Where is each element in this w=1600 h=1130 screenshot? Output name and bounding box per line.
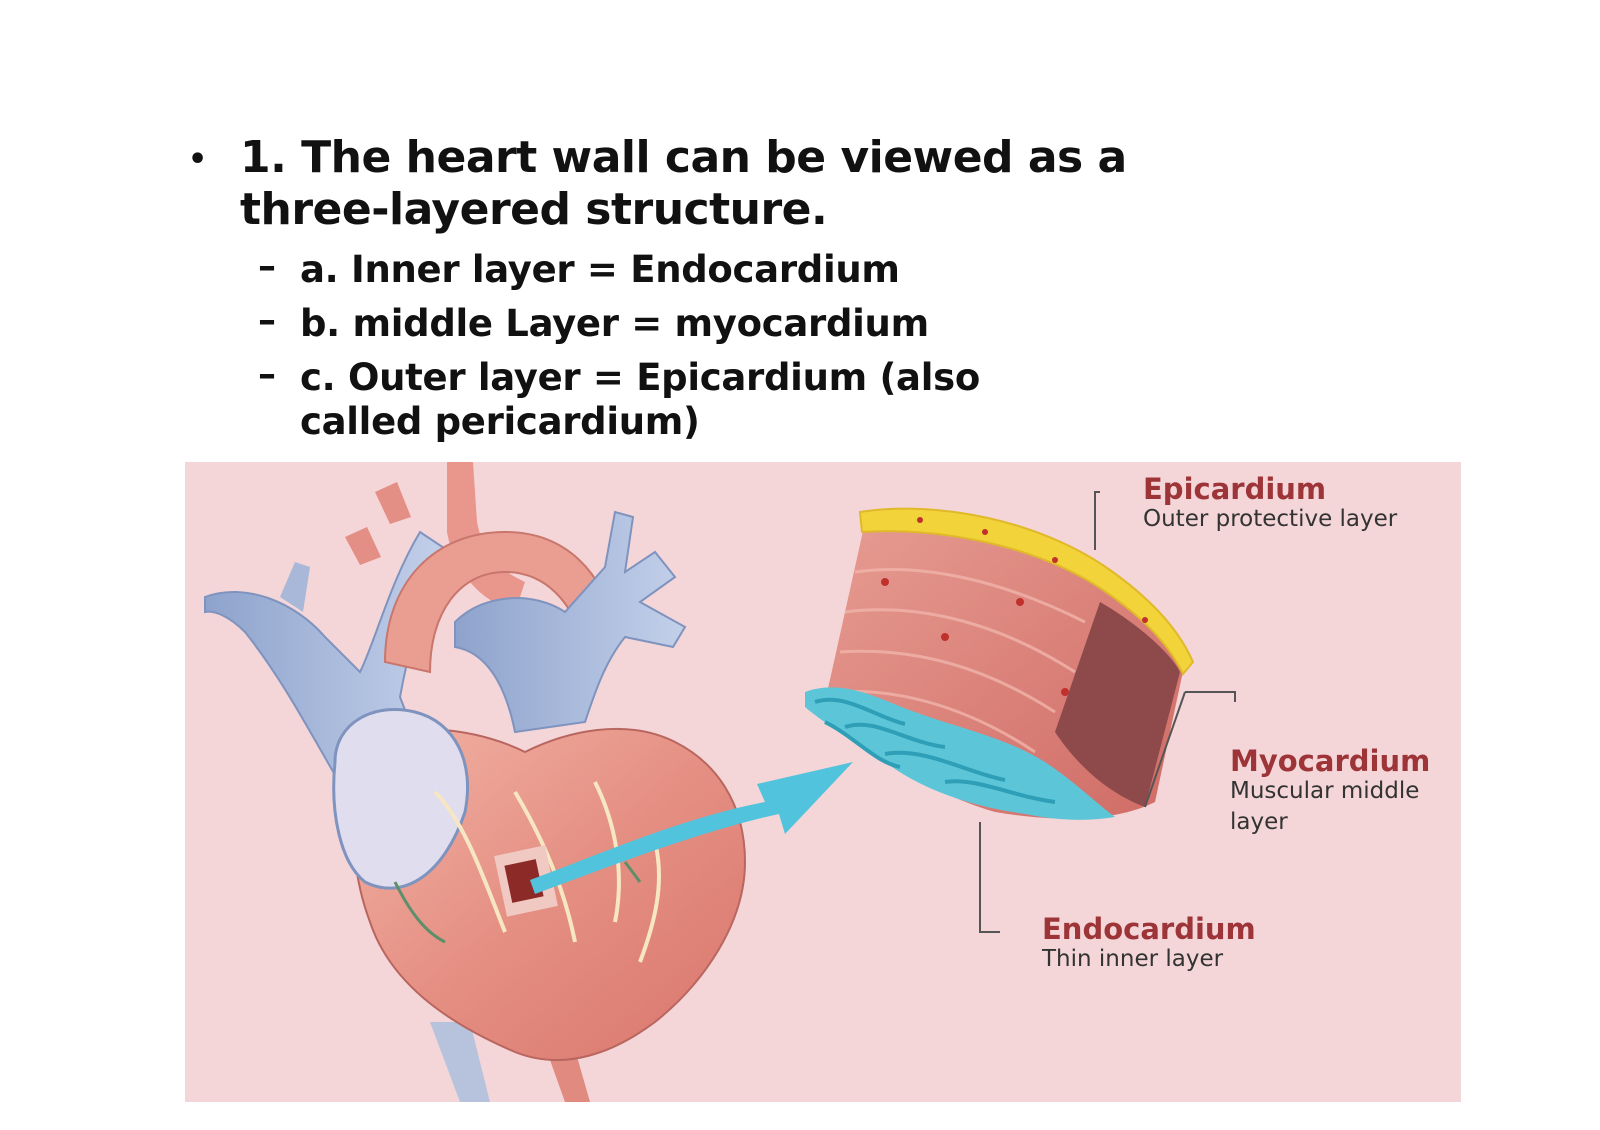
epicardium-speck: [982, 529, 988, 535]
muscle-speck: [1061, 688, 1069, 696]
epicardium-desc: Outer protective layer: [1143, 506, 1398, 532]
sub-bullet-myocardium: b. middle Layer = myocardium: [300, 302, 929, 345]
heart-wall-figure: Epicardium Outer protective layer Myocar…: [185, 462, 1461, 1102]
endocardium-leader: [979, 822, 1000, 933]
myocardium-fibers: [834, 567, 1086, 754]
right-atrium: [332, 707, 470, 890]
pulmonary-veins: [454, 510, 687, 734]
coronary-vessels-green: [393, 861, 642, 944]
myocardium-desc: Muscular middle layer: [1230, 778, 1420, 835]
endocardium-layer: [805, 687, 1115, 820]
myocardium-title: Myocardium: [1230, 744, 1431, 778]
epicardium-speck: [1052, 557, 1058, 563]
epicardium-speck: [917, 517, 923, 523]
muscle-speck: [1016, 598, 1024, 606]
main-bullet-text: 1. The heart wall can be viewed as a thr…: [240, 132, 1127, 235]
endocardium-title: Endocardium: [1042, 912, 1256, 946]
endocardium-desc: Thin inner layer: [1042, 946, 1224, 972]
muscle-speck: [881, 578, 889, 586]
vein-branch: [280, 562, 310, 612]
myocardium-cut-face: [1055, 602, 1180, 807]
pointer-arrow: [530, 762, 853, 894]
epicardium-layer: [858, 507, 1195, 676]
sub-bullet-epicardium: c. Outer layer = Epicardium (also called…: [300, 356, 980, 443]
bullet-dot: •: [188, 142, 208, 177]
sub-bullet-dash: –: [258, 246, 276, 287]
heart-illustration: [204, 462, 1236, 1102]
artery-branch: [345, 527, 381, 565]
endocardium-strands: [814, 697, 1056, 804]
muscle-speck: [941, 633, 949, 641]
descending-vessel-blue: [430, 1022, 490, 1102]
artery-branch: [375, 482, 411, 524]
epicardium-leader: [1094, 491, 1100, 550]
epicardium-title: Epicardium: [1143, 472, 1327, 506]
myocardium-leader: [1144, 691, 1236, 808]
heart-cut-inner: [504, 859, 544, 903]
sub-bullet-endocardium: a. Inner layer = Endocardium: [300, 248, 900, 291]
epicardium-speck: [1142, 617, 1148, 623]
sub-bullet-dash: –: [258, 300, 276, 341]
sub-bullet-dash: –: [258, 354, 276, 395]
slide-text-area: • 1. The heart wall can be viewed as a t…: [0, 0, 1600, 460]
coronary-vessels: [433, 781, 661, 963]
